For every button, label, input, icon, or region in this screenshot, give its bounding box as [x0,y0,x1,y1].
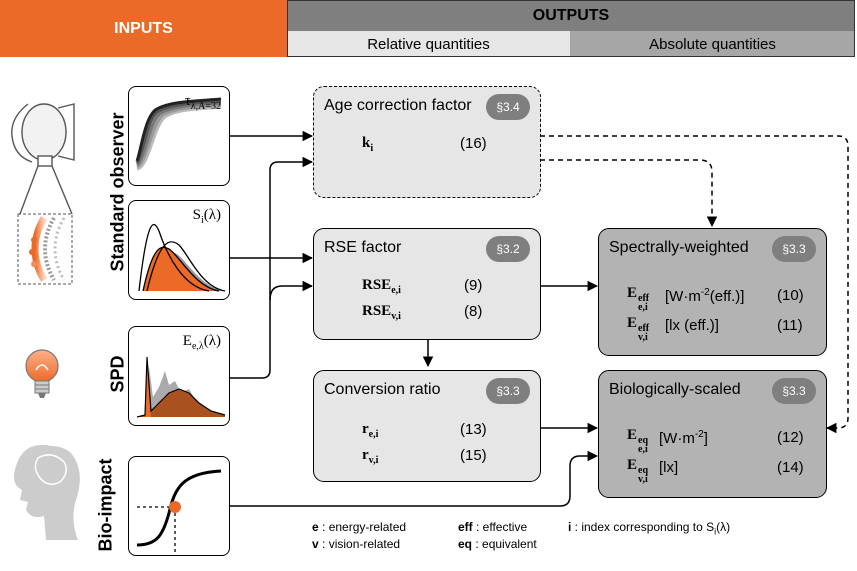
spectral-unit-e: [W·m-2(eff.)] [665,287,745,305]
spectral-eq-v: (11) [777,317,803,334]
retina-illustration [17,213,73,285]
spectral-title: Spectrally-weighted [609,239,749,256]
bio-eq-v: (14) [777,459,804,476]
spd-curves [136,356,226,418]
tau-label: τλ,A=32 [184,93,221,112]
spectral-eq-e: (10) [777,287,804,304]
e-label: Ee,λ(λ) [182,333,221,352]
outputs-header: OUTPUTS [287,0,855,31]
thumb-tau: τλ,A=32 [128,86,230,186]
inputs-header: INPUTS [0,0,287,57]
conversion-symbol-e: re,i [362,421,379,440]
legend-i: i : index corresponding to Si(λ) [568,520,731,537]
arrow-spd-to-rse [269,280,314,301]
conversion-badge: §3.3 [486,378,530,404]
conversion-eq-e: (13) [460,421,487,438]
legend-eff: eff : effective [458,520,528,534]
age-symbol: ki [362,135,374,154]
conversion-eq-v: (15) [460,447,487,464]
age-title: Age correction factor [324,97,472,114]
legend-v: v : vision-related [312,537,401,551]
arrow-spd-to-age [229,156,314,379]
rse-symbol-e: RSEe,i [362,277,401,296]
conversion-symbol-v: rv,i [362,447,379,466]
bio-badge: §3.3 [772,378,816,404]
s-curves [138,223,226,292]
tau-curves [135,97,222,171]
legend-e: e : energy-related [312,520,407,534]
bio-eq-e: (12) [777,429,804,446]
rse-symbol-v: RSEv,i [362,303,401,322]
label-spd: SPD [107,355,128,393]
head-illustration [14,444,80,540]
spectral-badge: §3.3 [772,236,816,262]
eye-illustration [11,103,75,215]
conversion-ratio-box: Conversion ratio §3.3 re,i (13) rv,i (15… [313,370,541,482]
rse-eq-v: (8) [464,303,483,320]
s-label: Si(λ) [192,207,221,226]
thumb-s: Si(λ) [128,200,230,300]
bio-unit-e: [W·m-2] [659,429,708,447]
arrow-age-to-bio [540,135,849,434]
conversion-title: Conversion ratio [324,381,441,398]
spectral-unit-v: [lx (eff.)] [665,317,719,334]
label-standard-observer: Standard observer [107,112,128,272]
arrow-bioimpact-to-bio [229,450,599,507]
bio-unit-v: [lx] [659,459,679,476]
bio-title: Biologically-scaled [609,381,741,398]
rse-eq-e: (9) [464,277,483,294]
rse-box: RSE factor §3.2 RSEe,i (9) RSEv,i (8) [313,228,541,340]
thumb-e-spd: Ee,λ(λ) [128,326,230,426]
age-eq: (16) [460,135,487,152]
sigmoid-curve [136,469,222,553]
legend-eq: eq : equivalent [458,537,537,551]
light-bulb-illustration [25,349,59,398]
relative-quantities-header: Relative quantities [287,31,570,57]
age-badge: §3.4 [486,94,530,120]
arrow-age-to-spectral [540,159,718,228]
thumb-sigmoid [128,456,230,556]
age-correction-box: Age correction factor §3.4 ki (16) [313,86,541,198]
label-bio-impact: Bio-impact [95,458,116,552]
absolute-quantities-header: Absolute quantities [570,31,855,57]
rse-badge: §3.2 [486,236,530,262]
rse-title: RSE factor [324,239,402,256]
